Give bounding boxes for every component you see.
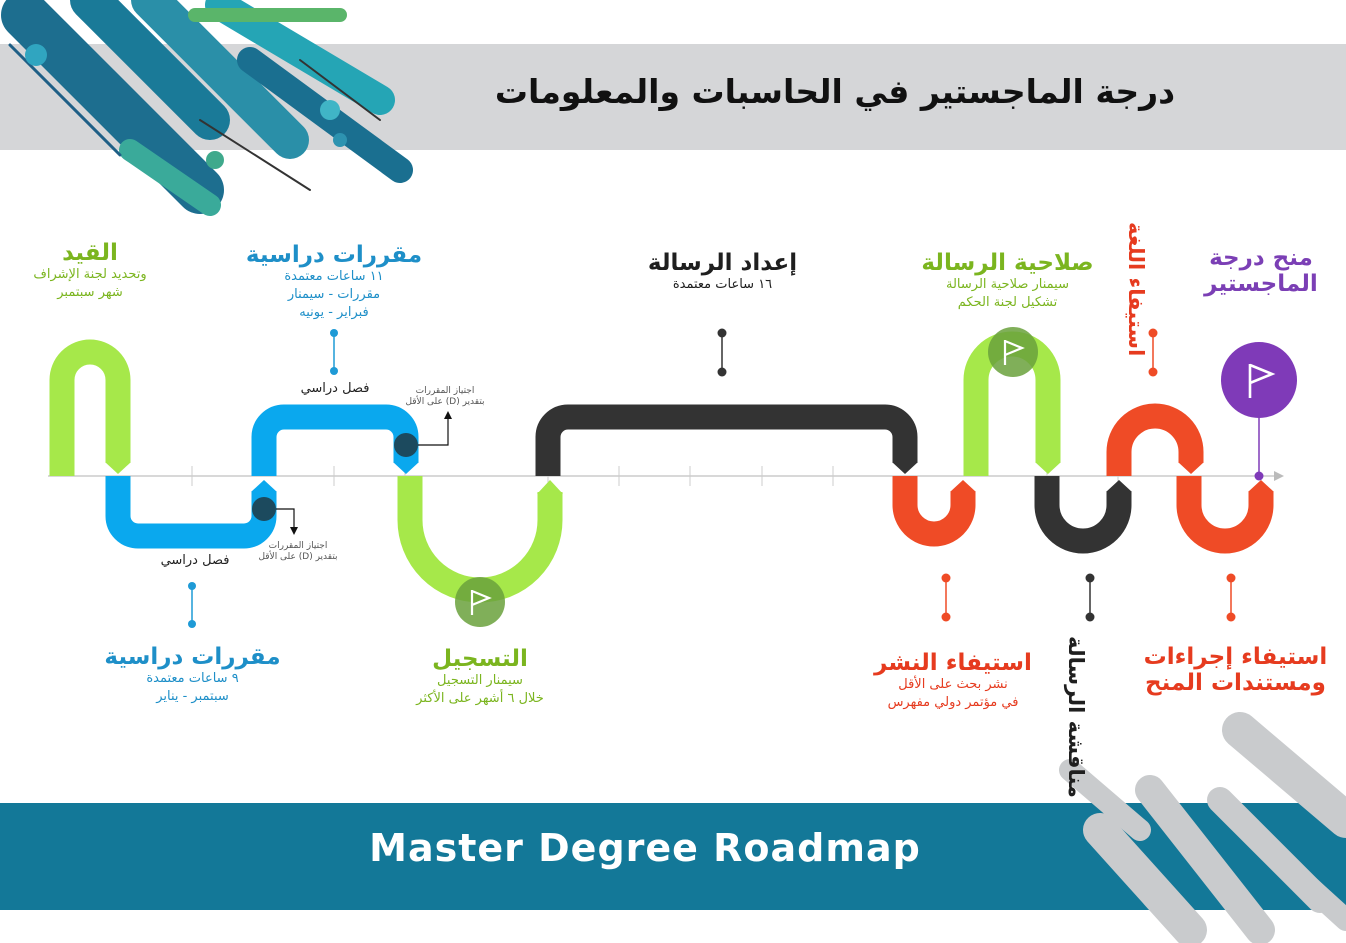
step-thesis-validity: صلاحية الرسالة سيمنار صلاحية الرسالة تشك…	[910, 250, 1105, 312]
semester-label: فصل دراسي	[300, 381, 370, 396]
step-line: تشكيل لجنة الحكم	[957, 295, 1058, 311]
pass-note: اجتياز المقررات بتقدير (D) على الأقل	[395, 386, 495, 408]
pass-note: اجتياز المقررات بتقدير (D) على الأقل	[248, 541, 348, 563]
step-title: مقررات دراسية	[104, 644, 281, 670]
page-title: درجة الماجستير في الحاسبات والمعلومات	[494, 72, 1176, 111]
step-line: خلال ٦ أشهر على الأكثر	[416, 691, 544, 707]
step-line: ١١ ساعات معتمدة	[284, 269, 384, 285]
step-courses-term2: مقررات دراسية ١١ ساعات معتمدة مقررات - س…	[245, 242, 423, 322]
step-courses-term1: مقررات دراسية ٩ ساعات معتمدة سبتمبر - ين…	[100, 644, 285, 706]
step-line: نشر بحث على الأقل	[898, 677, 1008, 693]
segment-publication	[892, 476, 976, 547]
segment-courses-1	[105, 476, 277, 549]
step-line: مقررات - سيمنار	[287, 287, 381, 303]
step-line: سيمنار صلاحية الرسالة	[945, 277, 1069, 293]
flag-icon	[1221, 342, 1297, 418]
decorative-streaks-bottom	[1059, 712, 1346, 943]
segment-thesis-prep	[535, 404, 918, 476]
step-title: مقررات دراسية	[245, 242, 423, 268]
pass-note-line: اجتياز المقررات	[415, 386, 475, 396]
checkpoint-arrows	[276, 418, 449, 528]
step-award-title: منح درجة الماجستير	[1204, 245, 1318, 298]
step-line: في مؤتمر دولي مفهرس	[887, 695, 1019, 711]
checkpoint-dot-2	[394, 433, 418, 457]
step-line: سيمنار التسجيل	[437, 673, 523, 689]
step-title: إعداد الرسالة	[647, 250, 798, 276]
step-line: ١٦ ساعات معتمدة	[672, 277, 773, 293]
step-title: التسجيل	[432, 646, 528, 672]
connector-pins	[188, 328, 1260, 628]
segment-defense	[1034, 476, 1132, 554]
step-title: صلاحية الرسالة	[921, 250, 1094, 276]
step-title: القيد	[62, 240, 118, 266]
step-publication: استيفاء النشر نشر بحث على الأقل في مؤتمر…	[868, 650, 1038, 712]
segment-enrollment	[49, 339, 131, 476]
checkpoint-dot-1	[252, 497, 276, 521]
footer-title: Master Degree Roadmap	[369, 826, 921, 870]
step-line: شهر سبتمبر	[57, 285, 123, 301]
step-procedures-title: استيفاء إجراءات ومستندات المنح	[1143, 644, 1328, 697]
step-language-title: استيفاء اللغة	[1124, 222, 1148, 357]
step-line: ٩ ساعات معتمدة	[146, 671, 239, 687]
timeline-baseline	[48, 466, 1284, 486]
step-line: وتحديد لجنة الإشراف	[33, 267, 147, 283]
segment-language	[1106, 403, 1204, 476]
step-registration: التسجيل سيمنار التسجيل خلال ٦ أشهر على ا…	[395, 646, 565, 708]
segment-courses-2	[251, 404, 419, 476]
step-line: سبتمبر - يناير	[156, 689, 229, 705]
flag-icon	[988, 327, 1038, 377]
segment-procedures	[1176, 476, 1274, 554]
decorative-streaks-top	[1, 0, 413, 216]
step-defense-title: مناقشة الرسالة	[1064, 636, 1088, 798]
step-title: استيفاء النشر	[874, 650, 1032, 676]
pass-note-line: اجتياز المقررات	[268, 541, 328, 551]
step-enrollment: القيد وتحديد لجنة الإشراف شهر سبتمبر	[20, 240, 160, 302]
step-line: فبراير - يونيه	[299, 305, 369, 321]
flag-icon	[455, 577, 505, 627]
segment-registration	[397, 476, 563, 603]
semester-label: فصل دراسي	[160, 553, 230, 568]
pass-note-line: بتقدير (D) على الأقل	[258, 552, 338, 562]
step-thesis-prep: إعداد الرسالة ١٦ ساعات معتمدة	[630, 250, 815, 294]
pass-note-line: بتقدير (D) على الأقل	[405, 397, 485, 407]
